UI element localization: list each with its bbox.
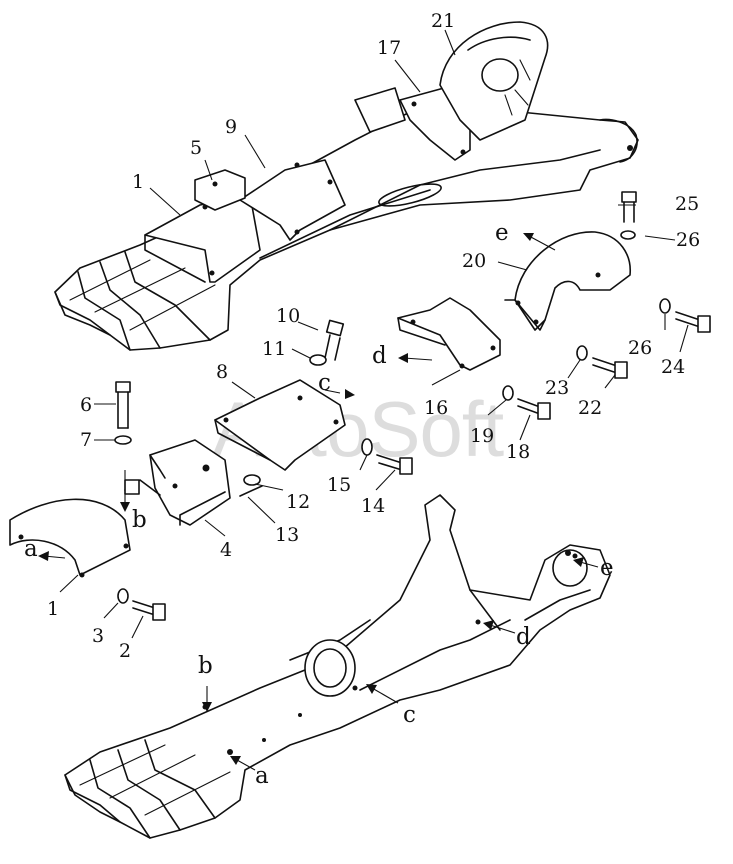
bottom-track-frame <box>64 494 611 839</box>
bolt-24 <box>675 311 711 333</box>
bracket-4 <box>124 439 231 526</box>
label-12: 12 <box>286 491 310 513</box>
label-10: 10 <box>276 305 300 327</box>
washer-26-upper <box>620 230 636 240</box>
nut-12 <box>243 474 261 486</box>
label-15: 15 <box>327 474 351 496</box>
label-25: 25 <box>675 193 699 215</box>
bolt-6 <box>115 381 131 429</box>
label-16: 16 <box>424 397 448 419</box>
pin-13 <box>239 485 263 497</box>
label-5: 5 <box>190 137 202 159</box>
part-labels: 1 5 9 17 21 25 26 20 10 11 8 6 7 12 13 1… <box>47 10 700 662</box>
label-4: 4 <box>220 539 232 561</box>
washer-7 <box>114 435 132 445</box>
bracket-5-top <box>194 169 246 211</box>
letter-e-upper: e <box>495 220 509 246</box>
letter-b-lower: b <box>198 653 213 679</box>
guard-20 <box>504 231 631 331</box>
label-22: 22 <box>578 397 602 419</box>
letter-c-lower: c <box>403 702 416 728</box>
washer-11 <box>309 354 327 366</box>
cover-16 <box>397 297 501 371</box>
bolt-14 <box>376 454 413 475</box>
label-6: 6 <box>80 394 92 416</box>
letter-b-upper: b <box>132 507 147 533</box>
letter-d-lower: d <box>516 624 531 650</box>
label-18: 18 <box>506 441 530 463</box>
washer-15 <box>361 438 373 456</box>
label-11: 11 <box>262 338 286 360</box>
label-21: 21 <box>431 10 455 32</box>
top-track-frame <box>54 87 639 351</box>
letter-d-upper: d <box>372 343 387 369</box>
label-1-middle: 1 <box>47 598 59 620</box>
letter-c-upper: c <box>318 370 331 396</box>
label-26-lower: 26 <box>628 337 652 359</box>
label-14: 14 <box>361 495 385 517</box>
label-13: 13 <box>275 524 299 546</box>
washer-3 <box>117 588 129 604</box>
leader-lines <box>59 29 689 639</box>
cover-8 <box>214 379 346 471</box>
letter-a-upper: a <box>24 536 38 562</box>
bolt-2 <box>132 600 166 621</box>
label-3: 3 <box>92 625 104 647</box>
bolt-22 <box>592 357 628 379</box>
label-1-top: 1 <box>132 171 144 193</box>
label-19: 19 <box>470 425 494 447</box>
label-9: 9 <box>225 116 237 138</box>
callout-arrows <box>38 233 599 771</box>
guard-21-top <box>439 21 549 141</box>
label-8: 8 <box>216 361 228 383</box>
washer-23 <box>576 345 588 361</box>
label-2: 2 <box>119 640 131 662</box>
callout-letters: e d c b a e d b c a <box>24 220 614 789</box>
washer-26-lower <box>659 298 671 314</box>
label-23: 23 <box>545 377 569 399</box>
label-20: 20 <box>462 250 486 272</box>
label-7: 7 <box>80 429 92 451</box>
label-17: 17 <box>377 37 401 59</box>
cover-1-middle <box>9 498 131 578</box>
label-24: 24 <box>661 356 685 378</box>
letter-e-lower: e <box>600 555 614 581</box>
washer-19 <box>502 385 514 401</box>
bolt-25 <box>621 191 637 223</box>
cover-9-top <box>239 159 346 241</box>
letter-a-lower: a <box>255 763 269 789</box>
bolt-18 <box>517 398 551 420</box>
bolt-10 <box>324 319 345 361</box>
label-26-upper: 26 <box>676 229 700 251</box>
